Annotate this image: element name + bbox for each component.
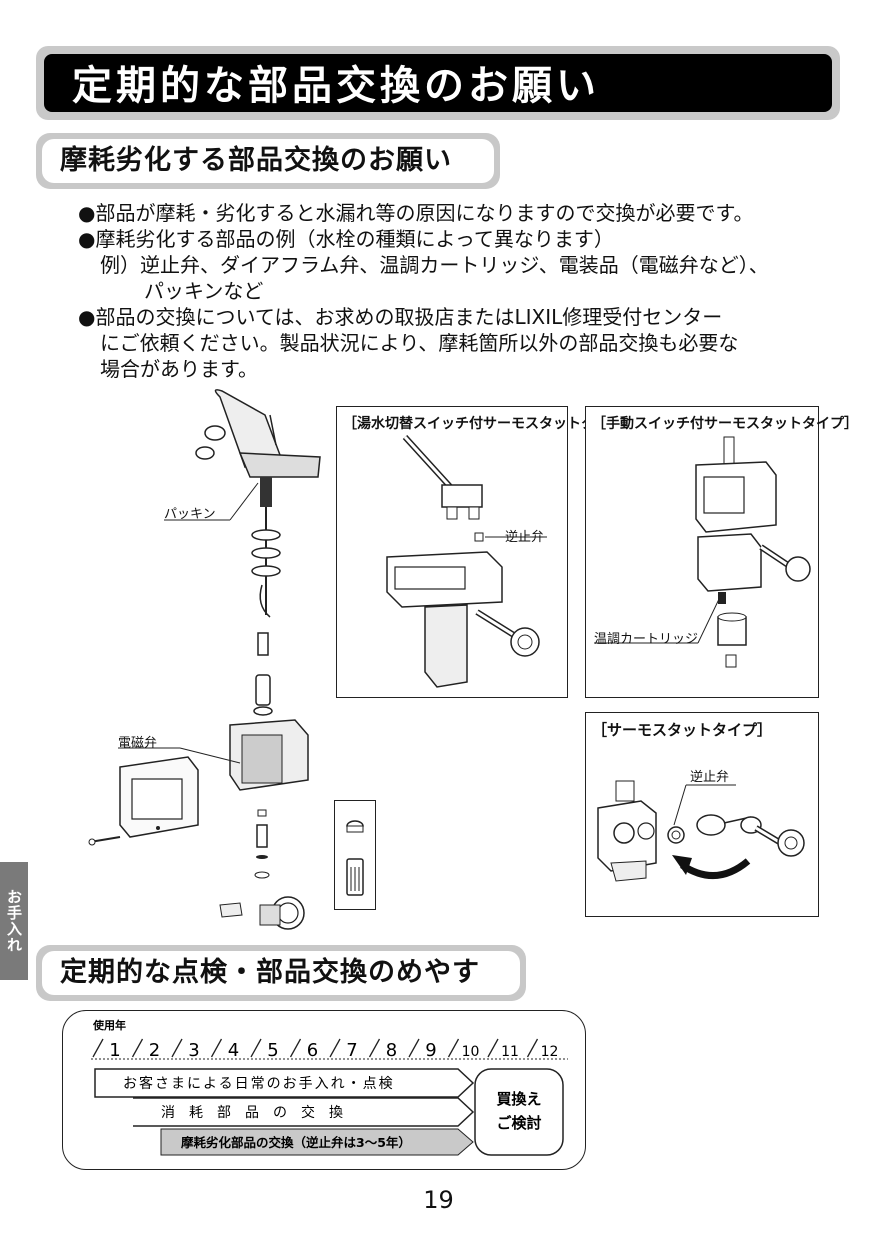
wear-parts-notes: ●部品が摩耗・劣化すると水漏れ等の原因になりますので交換が必要です。 ●摩耗劣化… bbox=[78, 200, 818, 382]
year-label: 4 bbox=[228, 1040, 239, 1061]
replace-line-1: 買換え bbox=[496, 1090, 541, 1108]
box2-title: ［手動スイッチ付サーモスタットタイプ］ bbox=[592, 416, 858, 432]
section-heading-wear-text: 摩耗劣化する部品交換のお願い bbox=[60, 145, 452, 176]
main-title-banner: 定期的な部品交換のお願い bbox=[36, 46, 840, 120]
faucet-exploded-diagram bbox=[88, 389, 321, 930]
replace-line-2: ご検討 bbox=[496, 1114, 541, 1132]
hot-cold-switch-figure bbox=[386, 434, 547, 688]
bar-wear-parts-text: 摩耗劣化部品の交換（逆止弁は3〜5年） bbox=[181, 1135, 411, 1150]
years-label: 使用年 bbox=[92, 1018, 126, 1032]
box3-title: ［サーモスタットタイプ］ bbox=[592, 721, 773, 739]
side-tab-care: お手入れ bbox=[0, 862, 28, 980]
year-label: 9 bbox=[425, 1040, 436, 1061]
note-bullet-2: ●摩耗劣化する部品の例（水栓の種類によって異なります） bbox=[78, 227, 614, 251]
thermostat-hot-cold-switch-box: ［湯水切替スイッチ付サーモスタットタイプ］ 逆止弁 bbox=[336, 406, 637, 698]
section-heading-wear: 摩耗劣化する部品交換のお願い bbox=[36, 133, 500, 189]
box1-check-valve-label: 逆止弁 bbox=[505, 530, 545, 545]
year-label: 11 bbox=[501, 1044, 519, 1060]
year-label: 8 bbox=[386, 1040, 397, 1061]
year-slash bbox=[171, 1038, 183, 1058]
cartridge-parts-box bbox=[334, 800, 376, 910]
year-label: 7 bbox=[346, 1040, 357, 1061]
year-slash bbox=[368, 1038, 381, 1058]
year-slash bbox=[92, 1038, 104, 1058]
thermostat-figure bbox=[597, 780, 805, 882]
thermostat-type-box: ［サーモスタットタイプ］ 逆止弁 bbox=[585, 712, 819, 917]
bar-daily-care bbox=[94, 1068, 475, 1098]
year-slash bbox=[210, 1038, 223, 1058]
page-number: 19 bbox=[423, 1186, 454, 1214]
packing-label: パッキン bbox=[164, 507, 216, 522]
bar-consumables bbox=[133, 1097, 475, 1127]
box3-check-valve-label: 逆止弁 bbox=[690, 770, 730, 785]
year-label: 5 bbox=[267, 1040, 278, 1061]
year-label: 6 bbox=[307, 1040, 318, 1061]
bar-wear-parts bbox=[160, 1128, 474, 1156]
note-bullet-3-line-3: 場合があります。 bbox=[100, 357, 258, 381]
year-label: 10 bbox=[462, 1044, 480, 1060]
section-heading-schedule-text: 定期的な点検・部品交換のめやす bbox=[60, 957, 480, 988]
year-label: 1 bbox=[109, 1040, 120, 1061]
page-title: 定期的な部品交換のお願い bbox=[72, 63, 600, 109]
year-slash bbox=[408, 1038, 420, 1058]
example-line-1: 例）逆止弁、ダイアフラム弁、温調カートリッジ、電装品（電磁弁など）、 bbox=[100, 253, 769, 277]
section-heading-schedule: 定期的な点検・部品交換のめやす bbox=[36, 945, 526, 1001]
year-slash bbox=[131, 1038, 144, 1058]
year-slash bbox=[526, 1038, 539, 1058]
bar-daily-care-text: お客さまによる日常のお手入れ・点検 bbox=[123, 1075, 395, 1092]
solenoid-valve-label: 電磁弁 bbox=[118, 736, 158, 751]
replacement-consider-box bbox=[474, 1068, 564, 1156]
year-slash bbox=[329, 1038, 341, 1058]
cartridge-parts-figure bbox=[346, 820, 364, 896]
bar-consumables-text: 消 耗 部 品 の 交 換 bbox=[161, 1104, 343, 1121]
manual-switch-figure bbox=[594, 436, 811, 668]
year-label: 3 bbox=[188, 1040, 199, 1061]
thermostat-manual-switch-box: ［手動スイッチ付サーモスタットタイプ］ 温調カートリッジ bbox=[585, 406, 858, 698]
note-bullet-1: ●部品が摩耗・劣化すると水漏れ等の原因になりますので交換が必要です。 bbox=[78, 201, 754, 225]
note-bullet-3-line-2: にご依頼ください。製品状況により、摩耗箇所以外の部品交換も必要な bbox=[100, 331, 739, 355]
year-slash bbox=[289, 1038, 302, 1058]
example-line-2: パッキンなど bbox=[144, 279, 264, 303]
year-slash bbox=[250, 1038, 262, 1058]
box1-title: ［湯水切替スイッチ付サーモスタットタイプ］ bbox=[343, 416, 637, 432]
year-slash bbox=[487, 1038, 499, 1058]
cartridge-label: 温調カートリッジ bbox=[594, 632, 699, 647]
year-slash bbox=[447, 1038, 460, 1058]
note-bullet-3-line-1: ●部品の交換については、お求めの取扱店またはLIXIL修理受付センター bbox=[78, 305, 723, 329]
year-label: 12 bbox=[541, 1044, 559, 1060]
year-label: 2 bbox=[149, 1040, 160, 1061]
